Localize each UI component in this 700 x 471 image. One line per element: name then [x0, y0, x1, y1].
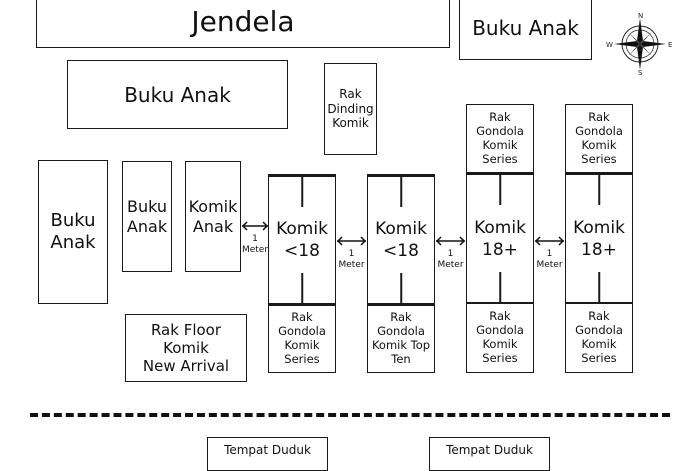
double-arrow-icon — [336, 234, 367, 248]
rak-dinding-komik: Rak Dinding Komik — [324, 63, 377, 155]
gap-label: 1 Meter — [338, 249, 365, 270]
buku-anak-left-tall: Buku Anak — [38, 160, 108, 304]
shelf-komik-18-plus-b: Komik 18+ — [565, 172, 633, 305]
compass-n: N — [638, 12, 643, 20]
tempat-duduk-label: Tempat Duduk — [224, 443, 311, 457]
gap-1-meter-a: 1 Meter — [241, 219, 269, 256]
rak-gondola-komik-series-bottom-3: Rak Gondola Komik Series — [466, 303, 534, 373]
gap-1-meter-d: 1 Meter — [534, 234, 565, 271]
tempat-duduk-left: Tempat Duduk — [207, 437, 328, 471]
shelf-label: Komik 18+ — [573, 217, 625, 260]
window-jendela: Jendela — [36, 0, 450, 48]
shelf-label: Komik 18+ — [474, 217, 526, 260]
gap-label: 1 Meter — [437, 249, 464, 270]
shelf-divider-top — [301, 177, 303, 207]
rak-floor-komik-new-arrival: Rak Floor Komik New Arrival — [125, 314, 247, 382]
rak-gondola-komik-series-top-4: Rak Gondola Komik Series — [565, 104, 633, 174]
dashed-divider — [30, 413, 670, 417]
tempat-duduk-label: Tempat Duduk — [446, 443, 533, 457]
buku-anak-left-mid-label: Buku Anak — [126, 197, 168, 236]
compass-rose-icon: N S E W — [606, 12, 672, 76]
shelf-divider-bottom — [301, 273, 303, 303]
gap-label: 1 Meter — [536, 249, 563, 270]
rak-floor-komik-new-arrival-label: Rak Floor Komik New Arrival — [142, 321, 230, 375]
double-arrow-icon — [435, 234, 466, 248]
rak-gondola-komik-series-top-3: Rak Gondola Komik Series — [466, 104, 534, 174]
compass-s: S — [638, 69, 643, 76]
double-arrow-icon — [534, 234, 565, 248]
rak-gondola-komik-series-bottom-4: Rak Gondola Komik Series — [565, 303, 633, 373]
shelf-divider-top — [598, 175, 600, 205]
rak-gondola-label: Rak Gondola Komik Series — [278, 310, 326, 366]
gap-label: 1 Meter — [241, 234, 269, 255]
rak-gondola-label: Rak Gondola Komik Series — [575, 309, 623, 365]
buku-anak-top-right: Buku Anak — [459, 0, 592, 60]
buku-anak-left-mid: Buku Anak — [122, 161, 172, 272]
shelf-divider-bottom — [400, 273, 402, 303]
compass-e: E — [668, 41, 672, 49]
shelf-label: Komik <18 — [375, 218, 427, 261]
rak-gondola-label: Rak Gondola Komik Series — [476, 110, 524, 166]
double-arrow-icon — [241, 219, 269, 233]
tempat-duduk-right: Tempat Duduk — [429, 437, 550, 471]
buku-anak-top-right-label: Buku Anak — [472, 16, 579, 40]
shelf-divider-bottom — [499, 272, 501, 302]
rak-dinding-komik-label: Rak Dinding Komik — [327, 87, 374, 131]
shelf-divider-top — [499, 175, 501, 205]
rak-gondola-komik-series-1: Rak Gondola Komik Series — [268, 303, 336, 373]
rak-gondola-label: Rak Gondola Komik Series — [476, 309, 524, 365]
komik-anak: Komik Anak — [185, 161, 241, 272]
rak-gondola-komik-top-ten: Rak Gondola Komik Top Ten — [367, 303, 435, 373]
komik-anak-label: Komik Anak — [188, 197, 238, 236]
rak-gondola-label: Rak Gondola Komik Series — [575, 110, 623, 166]
gap-1-meter-c: 1 Meter — [435, 234, 466, 271]
compass-w: W — [606, 41, 613, 49]
shelf-label: Komik <18 — [276, 218, 328, 261]
shelf-divider-bottom — [598, 272, 600, 302]
gap-1-meter-b: 1 Meter — [336, 234, 367, 271]
shelf-komik-under-18-a: Komik <18 — [268, 174, 336, 304]
buku-anak-left-tall-label: Buku Anak — [50, 210, 96, 253]
shelf-komik-18-plus-a: Komik 18+ — [466, 172, 534, 305]
window-label: Jendela — [191, 5, 295, 39]
rak-gondola-label: Rak Gondola Komik Top Ten — [371, 310, 431, 366]
buku-anak-upper-left-label: Buku Anak — [124, 82, 231, 107]
shelf-komik-under-18-b: Komik <18 — [367, 174, 435, 304]
shelf-divider-top — [400, 177, 402, 207]
buku-anak-upper-left: Buku Anak — [67, 60, 288, 129]
